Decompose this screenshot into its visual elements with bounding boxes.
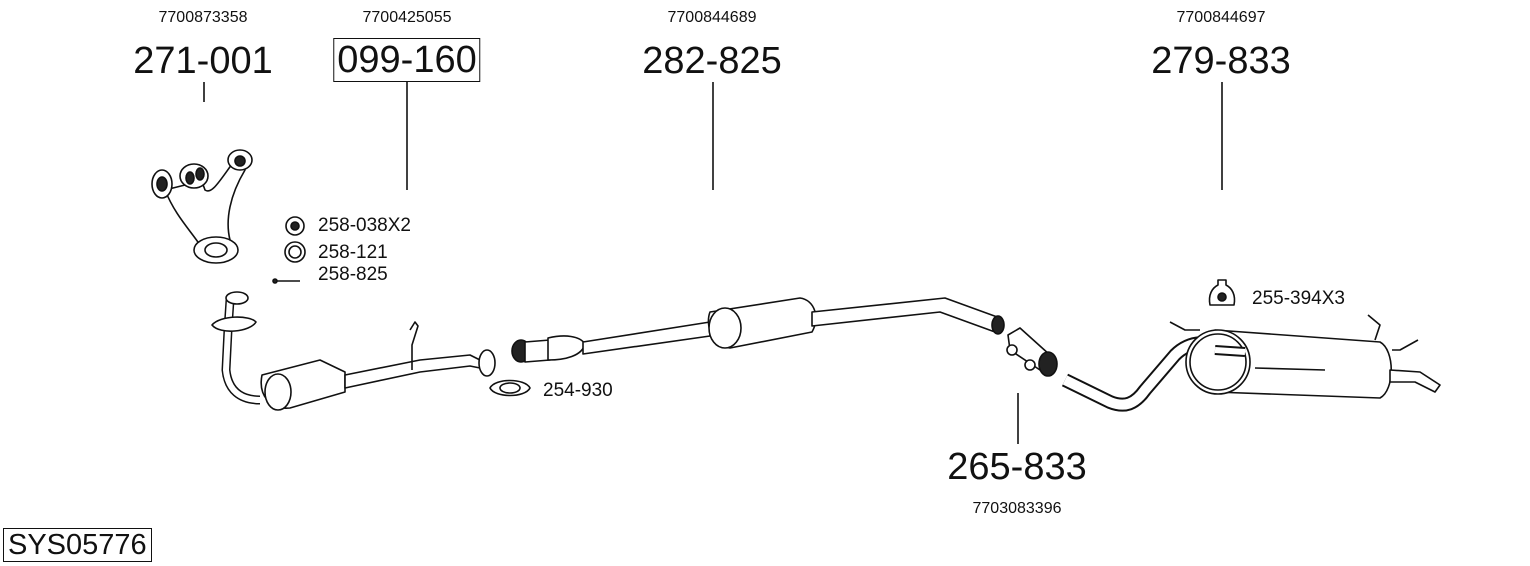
part-number-271-001[interactable]: 271-001 (133, 40, 273, 82)
clamp-icon (489, 379, 531, 397)
bolt-icon (272, 278, 300, 284)
catalytic-converter-drawing (211, 291, 496, 411)
accessory-label[interactable]: 258-121 (318, 242, 388, 263)
system-id-label: SYS05776 (3, 528, 152, 562)
part-number-282-825[interactable]: 282-825 (642, 40, 782, 82)
accessory-label[interactable]: 255-394X3 (1252, 288, 1345, 309)
oem-number-279-833: 7700844697 (1176, 9, 1266, 26)
pipe-connector-drawing (1006, 327, 1058, 377)
rear-silencer-drawing (1061, 314, 1441, 412)
oem-number-271-001: 7700873358 (158, 9, 248, 26)
gasket-ring-icon (284, 241, 306, 263)
oem-number-282-825: 7700844689 (667, 9, 757, 26)
part-number-099-160[interactable]: 099-160 (333, 38, 481, 82)
centre-silencer-drawing (511, 297, 1005, 363)
accessory-label[interactable]: 254-930 (543, 380, 613, 401)
part-number-265-833[interactable]: 265-833 (947, 446, 1087, 488)
manifold-drawing (151, 149, 253, 264)
accessory-label[interactable]: 258-038X2 (318, 215, 411, 236)
oem-number-265-833: 7703083396 (972, 500, 1062, 517)
rubber-mount-icon (1208, 279, 1236, 306)
part-number-279-833[interactable]: 279-833 (1151, 40, 1291, 82)
accessory-label[interactable]: 258-825 (318, 264, 388, 285)
nut-icon (285, 216, 305, 236)
oem-number-099-160: 7700425055 (362, 9, 452, 26)
